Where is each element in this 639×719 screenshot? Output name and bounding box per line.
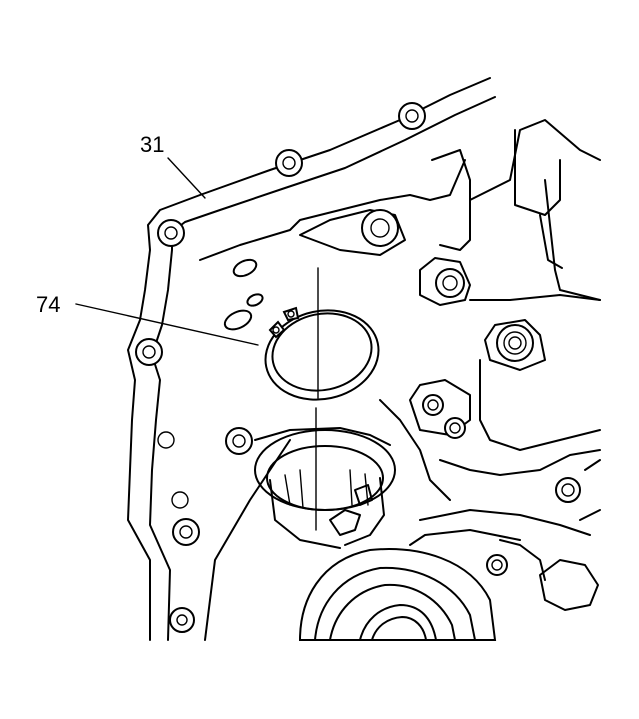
bore-assembly (254, 427, 396, 549)
right-boss (379, 319, 601, 503)
bolt-holes (135, 102, 426, 633)
leader-lines (75, 157, 259, 346)
lower-housing (419, 459, 601, 611)
callout-74: 74 (36, 292, 60, 317)
case-web (199, 119, 601, 331)
installation-line (315, 267, 319, 531)
case-flange (127, 77, 496, 641)
callout-31: 31 (140, 132, 164, 157)
snap-ring (264, 306, 380, 401)
output-seal (298, 529, 521, 641)
